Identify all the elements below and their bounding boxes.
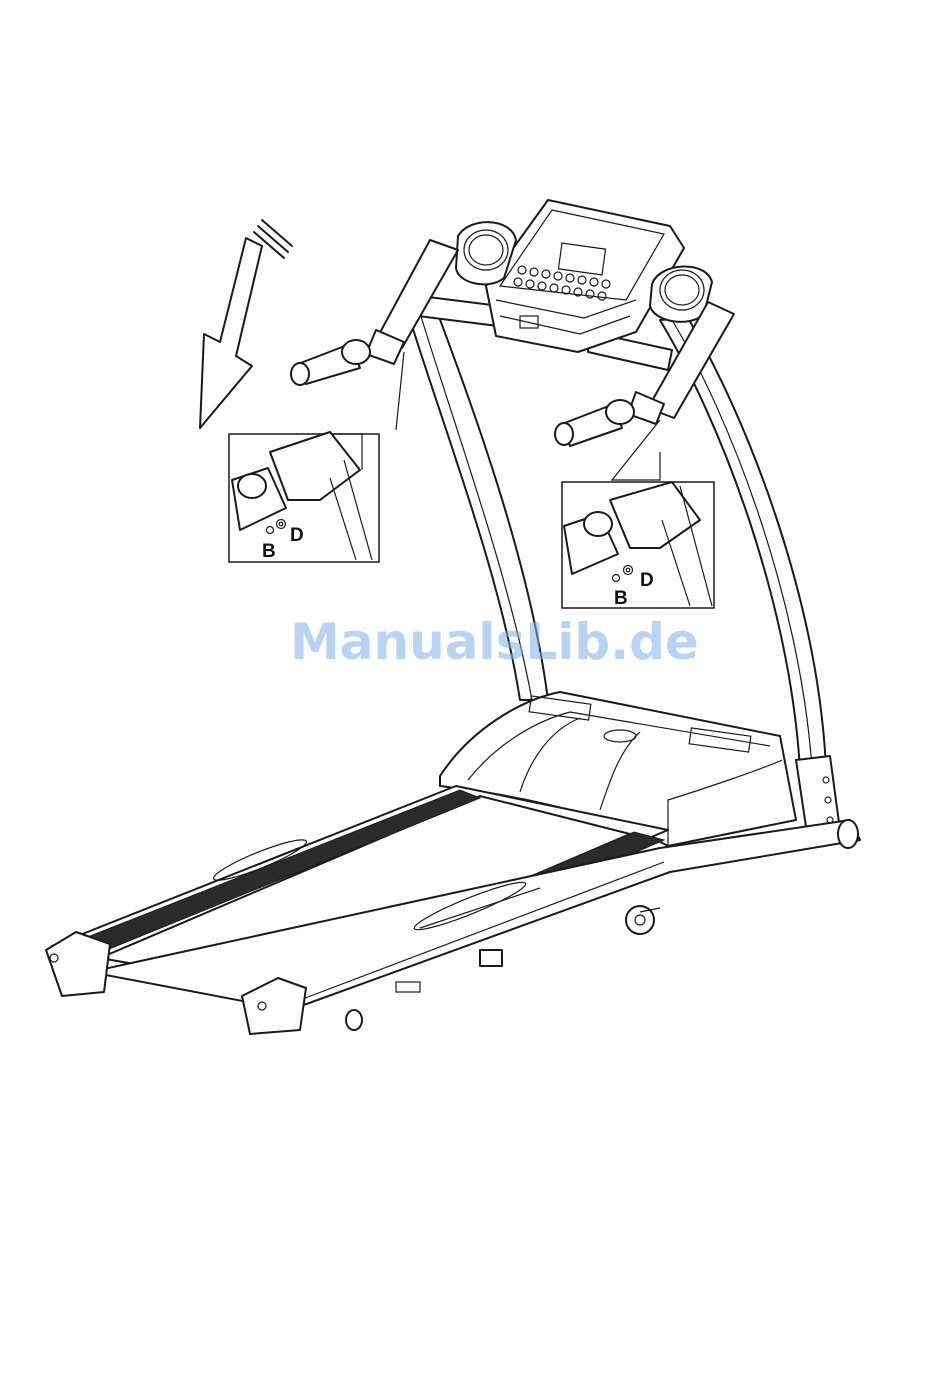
callout-leader-left	[396, 352, 404, 430]
detail-callout-left: B D	[229, 432, 379, 562]
detail-callout-right: B D	[562, 482, 714, 609]
screw-label-left: B	[262, 541, 276, 562]
watermark-text: ManualsLib.de	[290, 613, 699, 671]
arrow-down-left-icon	[200, 220, 292, 428]
screw-label-right: B	[614, 588, 628, 609]
console	[486, 200, 684, 352]
end-cap-left	[46, 932, 110, 996]
washer-label-right: D	[640, 570, 654, 591]
transport-wheel	[626, 906, 660, 934]
washer-label-left: D	[290, 525, 304, 546]
